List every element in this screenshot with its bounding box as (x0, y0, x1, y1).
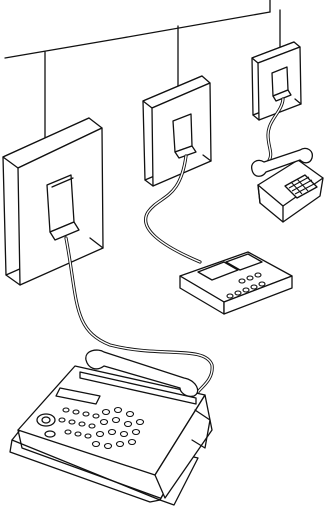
wall-socket-fax (3, 118, 103, 285)
ceiling-wiring (5, 0, 280, 140)
telephone (252, 148, 323, 222)
wall-socket-answering-machine (143, 76, 211, 186)
fax-machine (10, 350, 212, 505)
wall-socket-telephone (252, 42, 301, 120)
